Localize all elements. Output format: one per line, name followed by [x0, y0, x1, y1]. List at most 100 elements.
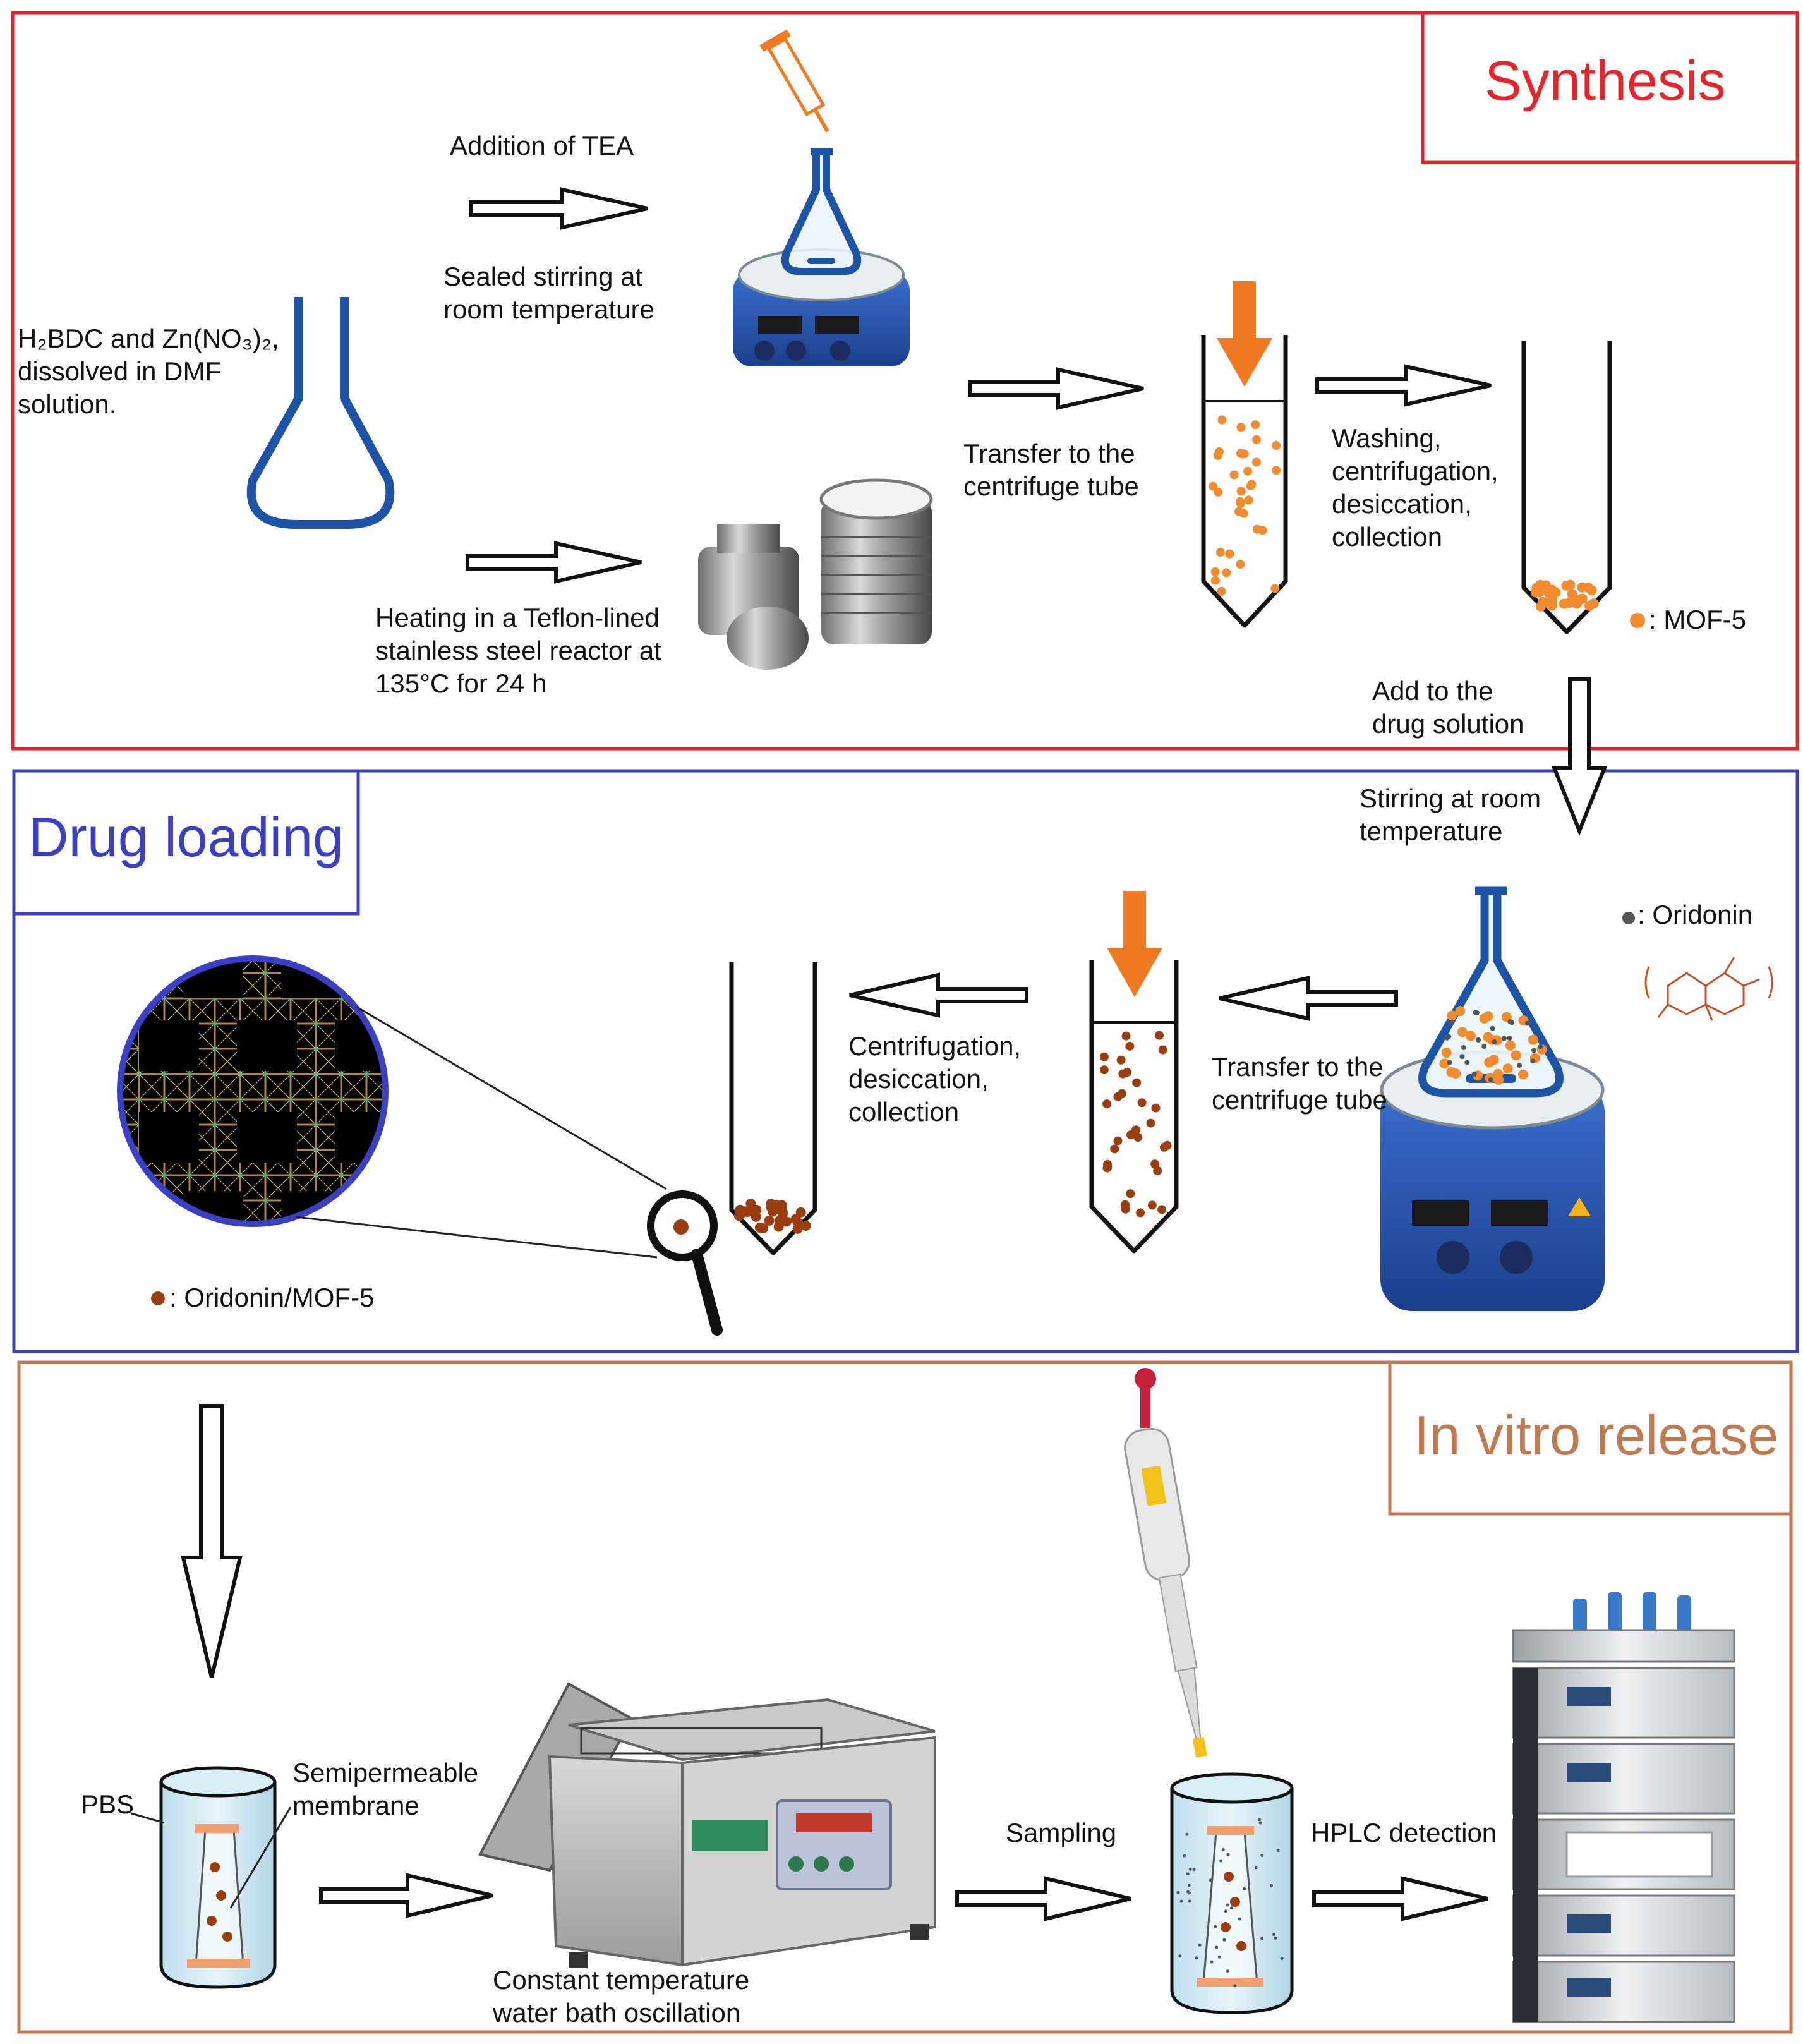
mof5-particle	[1236, 560, 1245, 569]
released-drug-particle	[1209, 1878, 1212, 1882]
arrow-transfer-1	[968, 367, 1144, 410]
mof5-particle	[1234, 507, 1244, 516]
mof5-legend-label: : MOF-5	[1649, 605, 1746, 634]
released-drug-particle	[1222, 1938, 1226, 1942]
oridonin-mof-legend-dot	[151, 1291, 165, 1305]
oridonin-mof-legend-label: : Oridonin/MOF-5	[169, 1283, 375, 1312]
loaded-particle	[1132, 1078, 1142, 1087]
mof5-particle	[1222, 568, 1231, 578]
loaded-particle	[1153, 1166, 1162, 1175]
orange-arrow-2-icon	[1107, 891, 1162, 997]
drug-loading-title-box	[12, 769, 360, 916]
mof5-particle	[1583, 583, 1594, 593]
syringe-icon	[759, 29, 829, 133]
loaded-particle	[1099, 1065, 1109, 1075]
loaded-particle	[1118, 1089, 1126, 1098]
synthesis-frame	[11, 11, 1799, 751]
arrow-centrifugation	[849, 972, 1028, 1018]
loaded-particle	[1162, 1140, 1172, 1150]
arrow-sampling	[955, 1876, 1131, 1921]
add-drug-label: Add to the drug solution	[1372, 676, 1524, 739]
loaded-particle	[1146, 1118, 1155, 1128]
mof5-particle	[1483, 1011, 1493, 1022]
released-drug-particle	[1280, 1957, 1284, 1961]
release-title: In vitro release	[1414, 1404, 1779, 1466]
released-drug-particle	[1179, 1899, 1183, 1903]
mof5-particle	[1441, 1048, 1452, 1058]
released-drug-particle	[1260, 1937, 1264, 1940]
mof5-particle	[1488, 1055, 1499, 1065]
released-drug-particle	[1260, 1854, 1264, 1858]
zoom-line-bottom	[295, 1216, 658, 1259]
oridonin-particle	[1501, 1036, 1507, 1041]
magnifier-icon	[647, 1190, 723, 1336]
released-drug-particle	[1224, 1909, 1227, 1913]
loaded-particle	[1118, 1069, 1128, 1079]
loaded-particle	[1150, 1159, 1160, 1169]
released-drug-particle	[1195, 1956, 1198, 1960]
oridonin-particle	[1488, 1077, 1493, 1082]
released-drug-particle	[1198, 1943, 1202, 1947]
oridonin-legend-label: : Oridonin	[1637, 900, 1753, 929]
released-drug-particle	[1187, 1884, 1191, 1887]
loaded-particle	[1121, 1200, 1130, 1209]
mof5-particle	[1455, 1006, 1466, 1017]
mof5-particle	[1229, 470, 1239, 480]
mof5-particle	[1465, 1031, 1476, 1041]
transfer-label-2: Transfer to the centrifuge tube	[1212, 1052, 1387, 1115]
released-drug-particle	[1214, 1925, 1217, 1928]
loaded-particle	[1131, 1125, 1141, 1135]
mof5-particle	[1272, 440, 1281, 450]
arrow-hplc	[1312, 1876, 1488, 1921]
released-drug-particle	[1210, 1960, 1214, 1964]
release-frame	[17, 1360, 1793, 2034]
mof5-particle	[1450, 1068, 1461, 1079]
released-drug-particle	[1183, 1854, 1186, 1858]
mof5-particle	[1251, 435, 1261, 444]
released-drug-particle	[1219, 1859, 1223, 1863]
released-drug-particles	[1176, 1818, 1284, 1988]
released-drug-particle	[1229, 1906, 1233, 1910]
oridonin-particle	[1471, 1071, 1477, 1077]
mof5-particle	[1502, 1063, 1513, 1074]
orange-arrow-icon	[1217, 281, 1272, 387]
oridonin-particle	[1447, 1060, 1452, 1065]
mof5-particle	[1511, 1050, 1521, 1061]
oridonin-particle	[1464, 1060, 1470, 1065]
mof5-particle	[1209, 481, 1218, 491]
pipette-icon	[1124, 1368, 1207, 1758]
oridonin-particle	[1530, 1058, 1536, 1064]
oridonin-particle	[1444, 1035, 1450, 1041]
released-drug-particle	[1254, 1866, 1258, 1870]
loaded-particle	[1116, 1055, 1126, 1065]
released-drug-particle	[1226, 1969, 1229, 1973]
pbs-pointer	[131, 1812, 165, 1824]
collection-tube-icon	[1521, 341, 1612, 634]
oridonin-particle	[1449, 1019, 1455, 1025]
pbs-label: PBS	[81, 1789, 135, 1819]
loaded-particle	[1133, 1133, 1143, 1142]
released-drug-particle	[1272, 1933, 1275, 1937]
released-drug-particle	[1226, 1903, 1229, 1907]
mof5-particle	[1572, 598, 1582, 609]
oridonin-structure-icon	[1644, 957, 1773, 1021]
loaded-particles	[1099, 1031, 1172, 1218]
mof5-particle	[1534, 587, 1545, 598]
released-drug-particle	[1258, 1818, 1262, 1822]
oridonin-particle	[1524, 1020, 1530, 1026]
mof5-particle	[1439, 1058, 1450, 1069]
add-tea-label: Addition of TEA	[450, 131, 634, 160]
loaded-pellet	[734, 1199, 811, 1234]
released-drug-particle	[1178, 1954, 1182, 1958]
washing-label: Washing, centrifugation, desiccation, co…	[1332, 423, 1498, 552]
synthesis-title-box	[1421, 11, 1799, 164]
loaded-particle	[781, 1216, 792, 1227]
mof5-particle	[1447, 1010, 1457, 1021]
loaded-particle	[1137, 1098, 1147, 1108]
loaded-particle	[1102, 1099, 1112, 1109]
mof5-particle	[1252, 524, 1262, 534]
mof5-particle	[1251, 420, 1260, 430]
oridonin-particle	[1509, 1020, 1515, 1025]
membrane-pointer	[229, 1806, 292, 1909]
